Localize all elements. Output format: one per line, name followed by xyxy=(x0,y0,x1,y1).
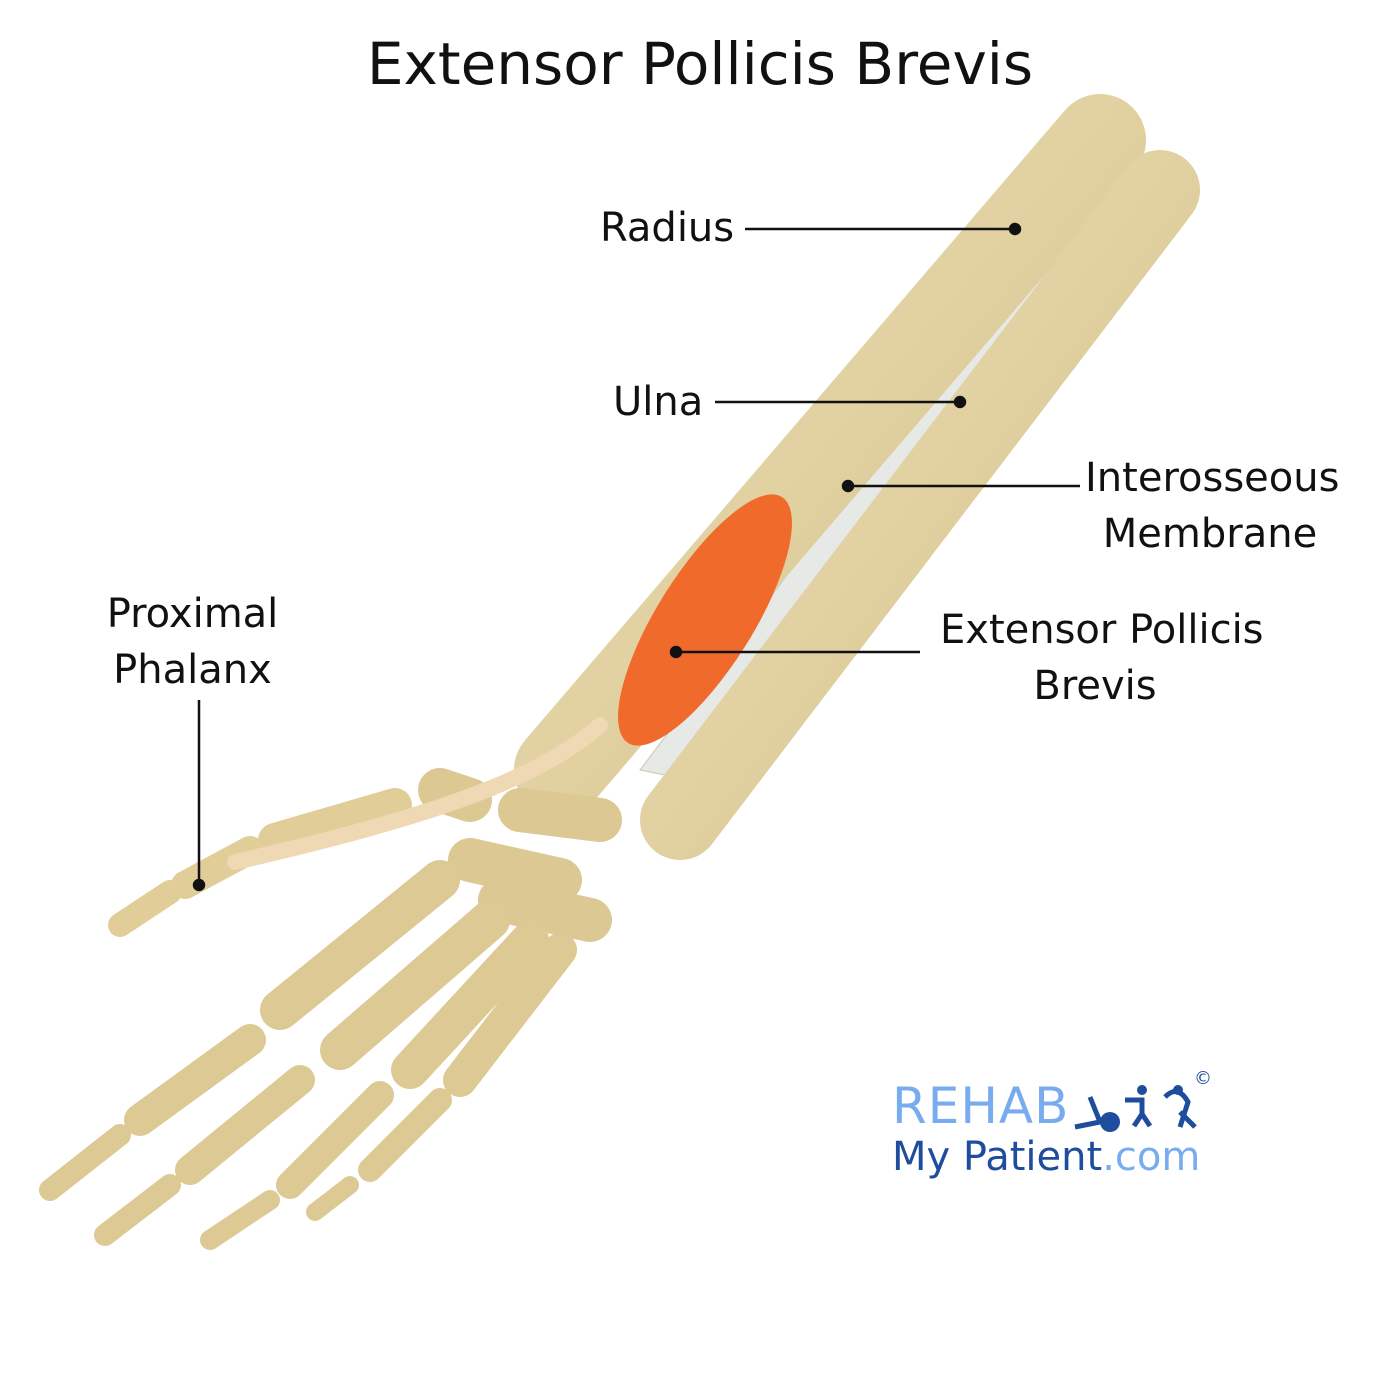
rehab-my-patient-logo: REHAB © My Patient.com xyxy=(892,1068,1212,1180)
logo-rehab: REHAB xyxy=(892,1077,1070,1135)
label-line: Extensor Pollicis xyxy=(940,607,1264,653)
label-line: Phalanx xyxy=(113,647,272,693)
label-line: Membrane xyxy=(1102,511,1318,557)
copyright-symbol: © xyxy=(1194,1068,1212,1089)
label-extensor-pollicis-brevis: Extensor Pollicis Brevis xyxy=(940,602,1264,714)
finger-bones xyxy=(39,860,577,1250)
label-line: Interosseous xyxy=(1085,455,1340,501)
leader-lines xyxy=(192,222,1080,892)
label-line: Brevis xyxy=(1033,663,1157,709)
page-title: Extensor Pollicis Brevis xyxy=(366,30,1034,98)
label-proximal-phalanx: Proximal Phalanx xyxy=(105,586,280,698)
label-line: Proximal xyxy=(106,591,279,637)
carpal-bones xyxy=(418,768,622,942)
logo-dotcom: .com xyxy=(1102,1134,1201,1180)
label-interosseous-membrane: Interosseous Membrane xyxy=(1085,450,1340,562)
label-ulna: Ulna xyxy=(613,379,704,425)
logo-my-patient: My Patient.com xyxy=(892,1134,1200,1180)
ulna-bone xyxy=(640,150,1200,860)
logo-my-patient-text: My Patient xyxy=(892,1134,1103,1180)
epb-muscle xyxy=(618,494,792,746)
epb-tendon xyxy=(227,717,608,870)
exercise-figures-icon xyxy=(1074,1085,1197,1132)
label-radius: Radius xyxy=(600,205,735,251)
